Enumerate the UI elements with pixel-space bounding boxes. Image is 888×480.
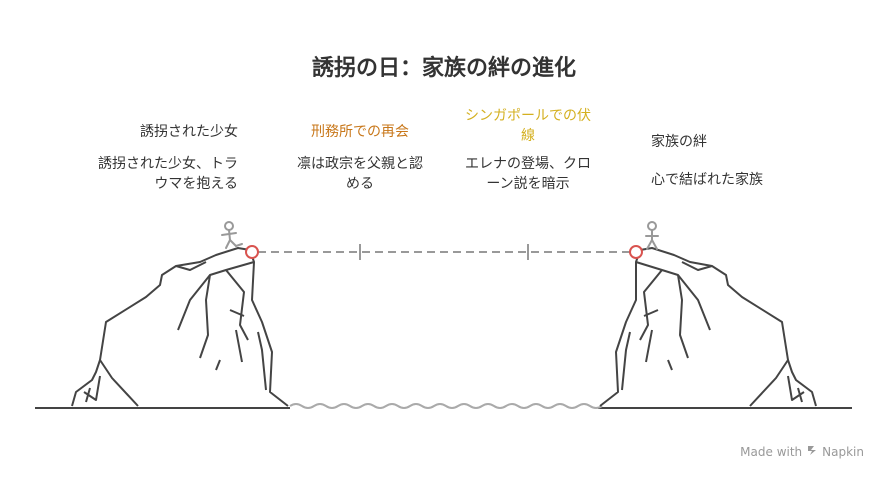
step-4-title: 家族の絆: [651, 134, 707, 150]
left-cliff: [71, 247, 289, 407]
step-3-description: エレナの登場、クロ ーン説を暗示: [465, 156, 591, 192]
water-waves: [289, 403, 603, 409]
step-1-description: 誘拐された少女、トラ ウマを抱える: [98, 156, 238, 192]
step-3-title: シンガポールでの伏 線: [465, 108, 591, 144]
made-with-label: Made with: [740, 444, 803, 459]
right-cliff: [599, 247, 817, 407]
left-endpoint: [245, 245, 259, 259]
step-4-description: 心で結ばれた家族: [651, 172, 763, 188]
made-with-napkin-footer[interactable]: Made with Napkin: [740, 444, 864, 459]
step-2-title: 刑務所での再会: [311, 124, 409, 140]
page-title: 誘拐の日：家族の絆の進化: [311, 56, 576, 81]
napkin-logo-icon: [806, 444, 818, 459]
right-person-icon: [645, 221, 659, 250]
step-2-description: 凛は政宗を父親と認 める: [297, 156, 423, 192]
left-person-icon: [221, 221, 243, 249]
right-endpoint: [629, 245, 643, 259]
napkin-brand-label: Napkin: [822, 444, 864, 459]
step-1-title: 誘拐された少女: [140, 124, 238, 140]
